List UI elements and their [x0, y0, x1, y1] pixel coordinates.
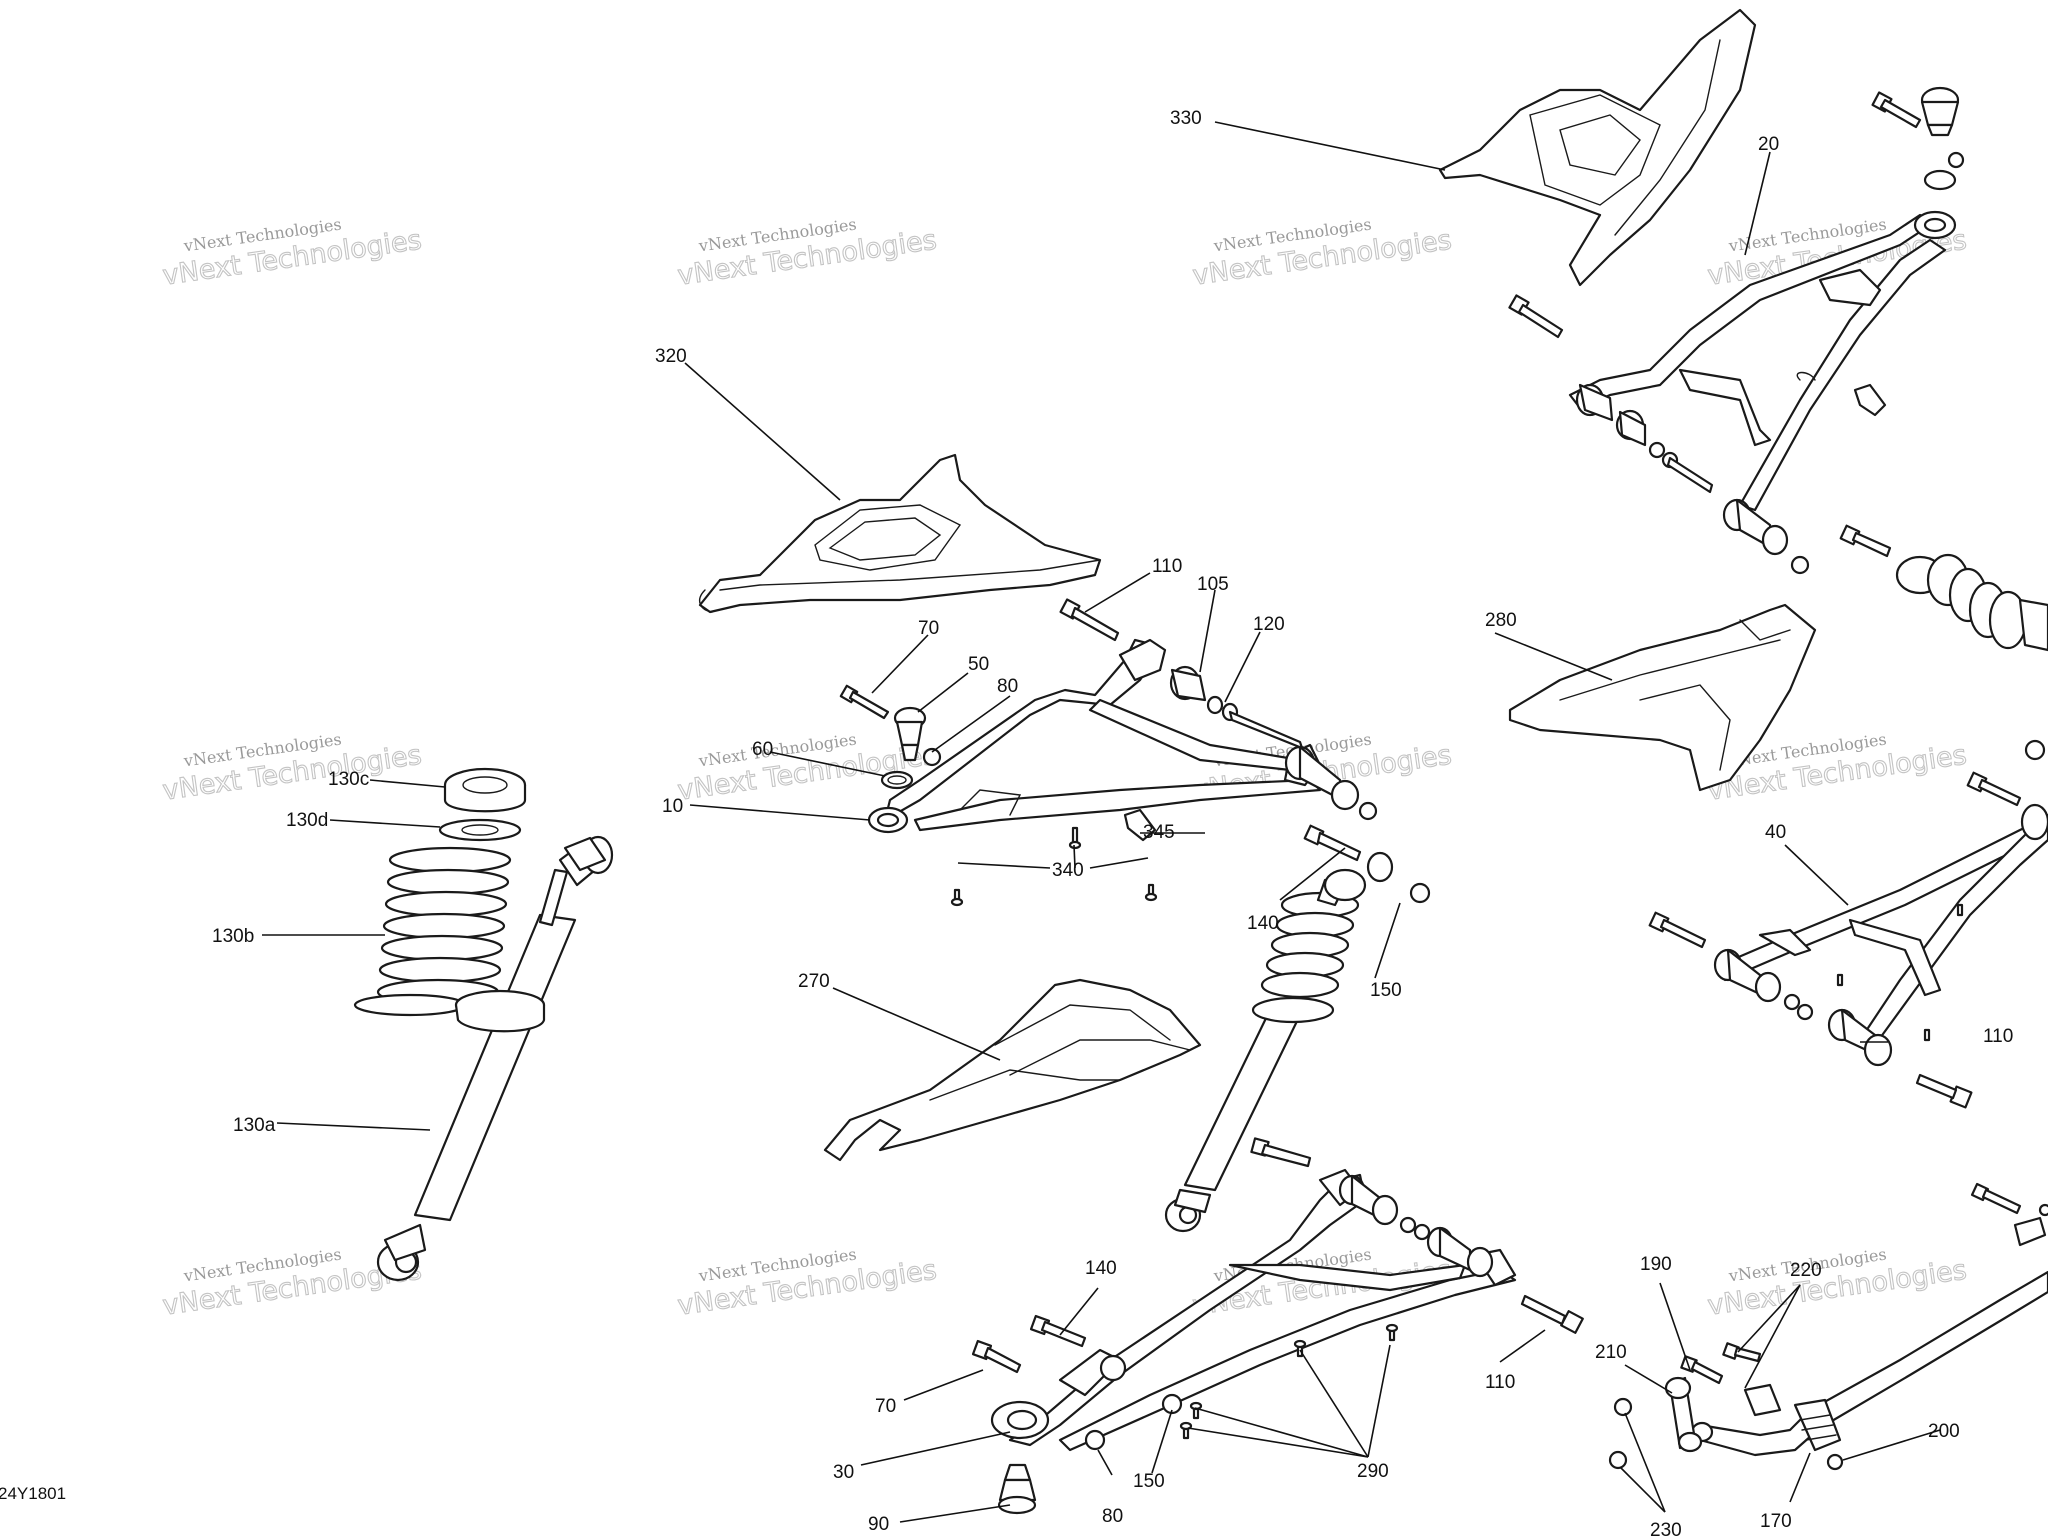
part-130a-shock-absorber[interactable]	[376, 835, 614, 1282]
callout-270: 270	[798, 971, 830, 992]
part-290-rivets[interactable]	[1179, 1323, 1399, 1440]
part-110-bolt-lower[interactable]	[1520, 1294, 1584, 1334]
callout-labels: 330 20 320 110 105 120 70 50 80 60 10 34…	[212, 108, 2013, 1536]
arm-40-nut-top[interactable]	[2024, 739, 2046, 761]
arm-40-bolt-top[interactable]	[1966, 771, 2022, 807]
part-320-guard[interactable]	[698, 453, 1102, 614]
arm-20-clip[interactable]	[1796, 371, 1887, 417]
callout-290: 290	[1357, 1461, 1389, 1482]
shock-bushing-upper[interactable]	[1366, 851, 1394, 883]
callout-110-upper: 110	[1152, 556, 1182, 577]
part-50-ball-joint[interactable]	[893, 706, 927, 762]
part-190-bolt[interactable]	[1680, 1355, 1724, 1385]
arm-20-bolt[interactable]	[1508, 294, 1564, 339]
part-70-bolt-lower[interactable]	[971, 1339, 1022, 1374]
part-340-rivets[interactable]	[950, 826, 1158, 907]
part-210-sway-link[interactable]	[1664, 1376, 1703, 1453]
arm-20-bushings[interactable]	[1575, 383, 1810, 575]
callout-60: 60	[752, 739, 773, 760]
callout-105: 105	[1197, 574, 1229, 595]
callout-340: 340	[1052, 860, 1084, 881]
part-60-retaining-ring[interactable]	[880, 770, 914, 790]
callout-280: 280	[1485, 610, 1517, 631]
part-130b-spring[interactable]	[353, 846, 512, 1017]
part-140-bolt-lower[interactable]	[1029, 1314, 1087, 1348]
drawing-code: 24Y1801	[0, 1484, 66, 1503]
watermark: vNext Technologies vNext Technologies	[160, 215, 424, 293]
part-150-nut-upper[interactable]	[1409, 882, 1431, 904]
part-110-bolt-right[interactable]	[1915, 1073, 1973, 1109]
callout-70-lower: 70	[875, 1396, 896, 1417]
callout-130c: 130c	[328, 769, 369, 790]
bushing-pair-right[interactable]	[1284, 745, 1378, 821]
part-80-nut-lower[interactable]	[1084, 1429, 1106, 1451]
callout-70-upper: 70	[918, 618, 939, 639]
part-40-a-arm[interactable]	[1718, 803, 2048, 1047]
part-130d-spring-seat[interactable]	[438, 818, 522, 842]
callout-210: 210	[1595, 1342, 1627, 1363]
callout-190: 190	[1640, 1254, 1672, 1275]
part-270-guard[interactable]	[823, 978, 1202, 1162]
callout-130a: 130a	[233, 1115, 276, 1136]
part-105-bushing[interactable]	[1169, 665, 1207, 702]
leader-lines	[262, 121, 1941, 1523]
arm-40-bushings[interactable]	[1713, 948, 1893, 1067]
callout-320: 320	[655, 346, 687, 367]
part-150-nut-lower[interactable]	[1161, 1393, 1183, 1415]
part-20-a-arm[interactable]	[1568, 210, 1957, 512]
callout-40: 40	[1765, 822, 1786, 843]
part-90-ball-joint[interactable]	[997, 1463, 1037, 1515]
callout-230: 230	[1650, 1520, 1682, 1536]
callout-80-upper: 80	[997, 676, 1018, 697]
part-220-bolt[interactable]	[1722, 1342, 1762, 1363]
part-120-bushing[interactable]	[1206, 695, 1304, 750]
callout-30: 30	[833, 1462, 854, 1483]
callout-120: 120	[1253, 614, 1285, 635]
shock-mount-bolt[interactable]	[1250, 1137, 1312, 1168]
arm-40-rivets[interactable]	[1836, 903, 1964, 1042]
sway-bar-right-bolts[interactable]	[1970, 1182, 2048, 1247]
lower-arm-bushings[interactable]	[1338, 1174, 1494, 1278]
watermark: vNext Technologies vNext Technologies	[675, 215, 939, 293]
center-shock-absorber[interactable]	[1164, 868, 1367, 1233]
part-110-bolt[interactable]	[1059, 598, 1120, 642]
callout-330: 330	[1170, 108, 1202, 129]
watermark: vNext Technologies vNext Technologies	[1190, 215, 1454, 293]
callout-90: 90	[868, 1514, 889, 1535]
callout-170: 170	[1760, 1511, 1792, 1532]
watermark: vNext Technologies vNext Technologies	[160, 1245, 424, 1323]
callout-80-lower: 80	[1102, 1506, 1123, 1527]
part-330-guard[interactable]	[1438, 8, 1757, 287]
callout-10: 10	[662, 796, 683, 817]
callout-20: 20	[1758, 134, 1779, 155]
callout-140-lower: 140	[1085, 1258, 1117, 1279]
callout-220: 220	[1790, 1260, 1822, 1281]
callout-50: 50	[968, 654, 989, 675]
callout-140-upper: 140	[1247, 913, 1279, 934]
part-10-upper-a-arm[interactable]	[867, 638, 1322, 834]
callout-110-lower: 110	[1485, 1372, 1515, 1393]
callout-150-upper: 150	[1370, 980, 1402, 1001]
watermark: vNext Technologies vNext Technologies	[675, 1245, 939, 1323]
part-200-nut[interactable]	[1826, 1453, 1844, 1471]
callout-110-right: 110	[1983, 1026, 2013, 1047]
callout-130b: 130b	[212, 926, 254, 947]
part-230-nuts[interactable]	[1608, 1397, 1633, 1470]
watermark: vNext Technologies vNext Technologies	[160, 730, 424, 808]
right-shock-absorber[interactable]	[1839, 524, 2048, 652]
arm-40-bolt-left[interactable]	[1648, 911, 1707, 949]
callout-130d: 130d	[286, 810, 328, 831]
part-280-guard[interactable]	[1508, 603, 1817, 792]
part-80-nut[interactable]	[922, 747, 942, 767]
callout-345: 345	[1143, 822, 1175, 843]
part-70-bolt[interactable]	[839, 684, 890, 720]
watermark: vNext Technologies vNext Technologies	[1705, 1245, 1969, 1323]
part-130c-spring-retainer[interactable]	[443, 767, 527, 813]
callout-150-lower: 150	[1133, 1471, 1165, 1492]
part-140-bolt-upper[interactable]	[1303, 824, 1362, 862]
arm-20-top-ball-joint[interactable]	[1871, 86, 1965, 191]
callout-200: 200	[1928, 1421, 1960, 1442]
